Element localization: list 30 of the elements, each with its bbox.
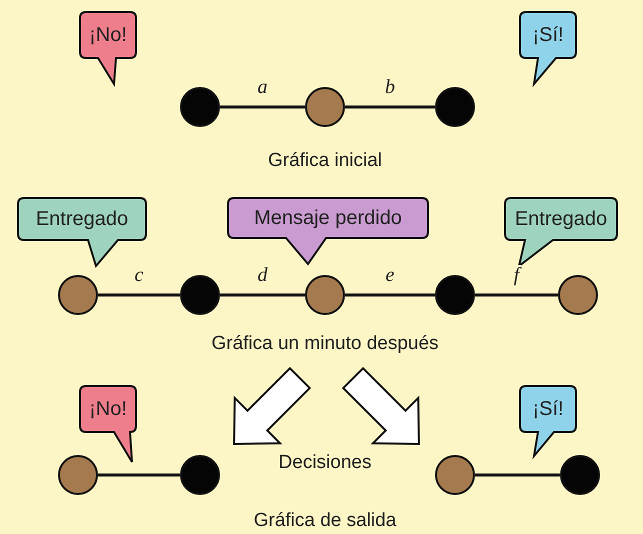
graph-vertex: [180, 87, 220, 127]
speech-bubble: ¡No!: [80, 386, 136, 462]
edge-label: f: [512, 265, 522, 285]
graph-caption: Gráfica de salida: [254, 510, 396, 532]
speech-bubble: Mensaje perdido: [228, 198, 428, 264]
graph-vertex: [560, 455, 600, 495]
graph-edge: [345, 294, 435, 296]
graph-caption: Decisiones: [278, 452, 372, 474]
graph-edge: [475, 294, 558, 296]
graph-edge: [475, 474, 560, 476]
graph-vertex: [180, 455, 220, 495]
speech-bubble: ¡No!: [80, 12, 136, 84]
graph-caption: Gráfica inicial: [268, 150, 382, 172]
graph-vertex: [58, 275, 98, 315]
graph-vertex: [180, 275, 220, 315]
graph-caption: Gráfica un minuto después: [211, 333, 439, 355]
graph-vertex: [435, 455, 475, 495]
graph-vertex: [305, 87, 345, 127]
speech-bubble: Entregado: [505, 198, 617, 266]
speech-bubble: Entregado: [18, 198, 146, 266]
graph-edge: [220, 106, 305, 108]
graph-edge: [220, 294, 305, 296]
graph-vertex: [435, 87, 475, 127]
graph-edge: [98, 294, 180, 296]
graph-vertex: [58, 455, 98, 495]
graph-edge: [345, 106, 435, 108]
graph-edge: [98, 474, 180, 476]
graph-vertex: [435, 275, 475, 315]
graph-vertex: [558, 275, 598, 315]
graph-vertex: [305, 275, 345, 315]
